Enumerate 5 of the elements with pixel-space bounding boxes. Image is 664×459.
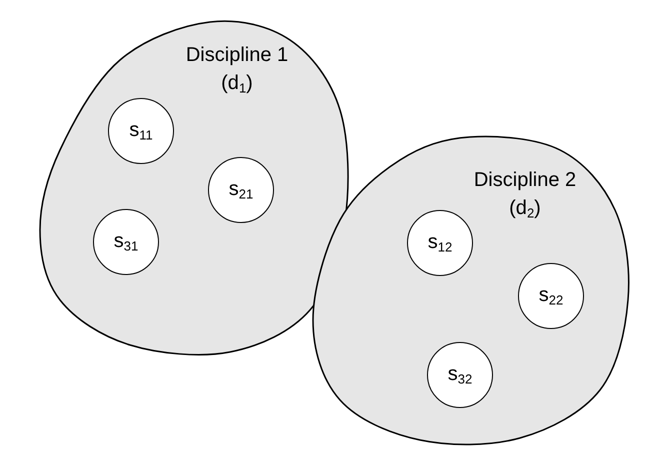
subsystem-label: s$_{11}$ bbox=[129, 119, 153, 143]
subsystem-label: s$_{31}$ bbox=[114, 230, 138, 254]
region-title: Discipline 1 bbox=[186, 44, 288, 67]
subsystem-label: s$_{21}$ bbox=[228, 178, 254, 202]
region-symbol: (d$_{1}$) bbox=[221, 72, 253, 96]
